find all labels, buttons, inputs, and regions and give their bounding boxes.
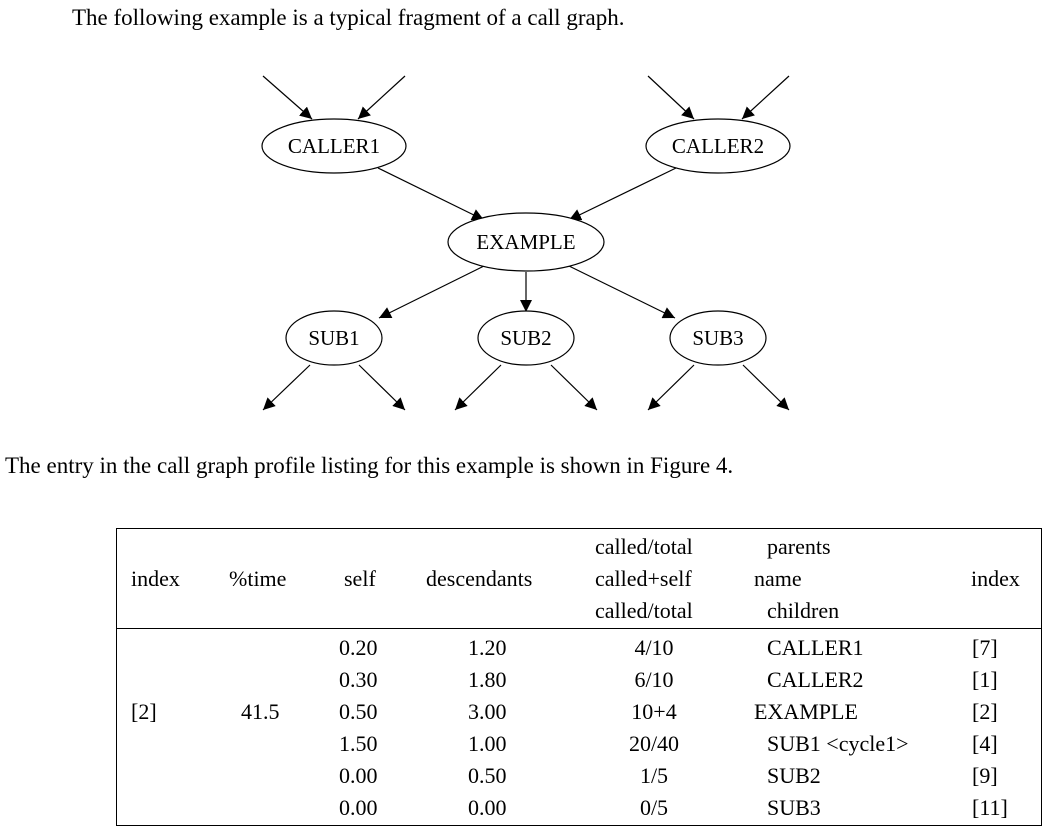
edge-out-sub1-left [262,364,311,411]
edge-out-sub1-right [358,364,406,411]
header-descendants: descendants [426,566,533,591]
header-parents: parents [767,534,831,559]
node-example-label: EXAMPLE [476,230,575,254]
row-descendants: 3.00 [468,699,507,724]
node-sub2-label: SUB2 [500,326,551,350]
row-index: [2] [972,699,998,724]
row-descendants: 1.20 [468,635,507,660]
primary-index: [2] [131,699,157,724]
edge-in-caller1-right [357,75,406,120]
row-called: 1/5 [639,763,669,788]
header-name: name [754,566,802,591]
row-self: 1.50 [339,731,378,756]
node-caller2: CALLER2 [645,118,791,174]
figure-reference-paragraph: The entry in the call graph profile list… [5,453,734,478]
row-name: SUB3 [767,795,821,820]
row-descendants: 1.80 [468,667,507,692]
call-edges [262,75,790,411]
edge-in-caller2-right [741,75,790,120]
edge-in-caller1-left [262,75,313,120]
call-graph-profile-table: index %time self descendants called/tota… [116,528,1042,826]
row-self: 0.00 [339,763,378,788]
header-called-total-top: called/total [595,534,693,559]
node-sub1: SUB1 [285,310,383,366]
row-name: SUB1 <cycle1> [767,731,909,756]
header-called-self: called+self [595,566,692,591]
row-called: 20/40 [628,731,680,756]
row-name: EXAMPLE [754,699,858,724]
header-index: index [131,566,180,591]
row-index: [11] [972,795,1008,820]
edge-caller1-example [377,167,485,221]
row-self: 0.50 [339,699,378,724]
edge-out-sub3-right [742,364,790,411]
row-descendants: 1.00 [468,731,507,756]
header-children: children [767,598,840,623]
node-caller1-label: CALLER1 [288,134,380,158]
table-header: index %time self descendants called/tota… [117,529,1041,629]
edge-caller2-example [568,167,677,221]
row-descendants: 0.00 [468,795,507,820]
row-called: 10+4 [631,699,677,724]
edge-out-sub3-left [647,364,695,411]
edge-out-sub2-right [550,364,598,411]
row-index: [4] [972,731,998,756]
row-self: 0.30 [339,667,378,692]
row-index: [1] [972,667,998,692]
node-sub2: SUB2 [477,310,575,366]
header-index-right: index [971,566,1020,591]
intro-paragraph: The following example is a typical fragm… [72,5,625,30]
edge-in-caller2-left [647,75,695,120]
row-index: [9] [972,763,998,788]
row-name: CALLER2 [767,667,864,692]
row-called: 4/10 [634,635,674,660]
row-name: CALLER1 [767,635,864,660]
edge-example-sub3 [568,265,676,319]
node-example: EXAMPLE [447,212,605,272]
row-index: [7] [972,635,998,660]
node-caller1: CALLER1 [261,118,407,174]
node-sub3-label: SUB3 [692,326,743,350]
row-called: 0/5 [639,795,669,820]
row-self: 0.20 [339,635,378,660]
edge-out-sub2-left [454,364,502,411]
row-self: 0.00 [339,795,378,820]
edge-example-sub1 [378,265,485,319]
header-time: %time [229,566,287,591]
primary-time: 41.5 [241,699,280,724]
header-self: self [344,566,376,591]
node-sub3: SUB3 [669,310,767,366]
node-caller2-label: CALLER2 [672,134,764,158]
row-name: SUB2 [767,763,821,788]
call-graph-diagram: CALLER1 CALLER2 EXAMPLE SUB1 SUB2 SUB3 [261,75,791,411]
header-called-total-bottom: called/total [595,598,693,623]
node-sub1-label: SUB1 [308,326,359,350]
row-descendants: 0.50 [468,763,507,788]
row-called: 6/10 [634,667,674,692]
